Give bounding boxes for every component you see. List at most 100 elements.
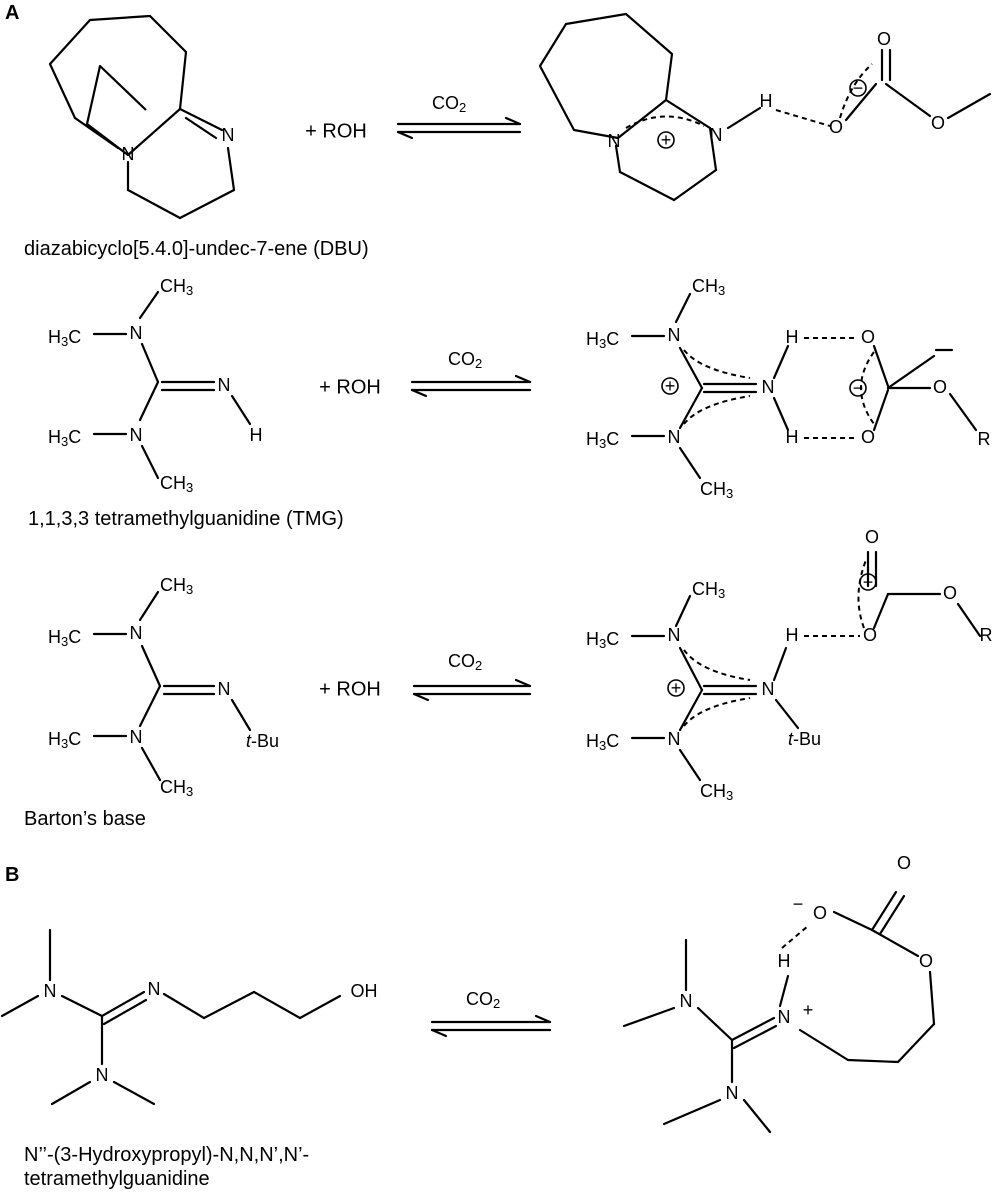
dbu-product-nh (726, 106, 762, 130)
hpgp-cn (730, 1016, 776, 1042)
hpgp-n-top: N (680, 991, 693, 1011)
tmg-n-top: N (130, 323, 143, 343)
tmgp-n-bot: N (668, 427, 681, 447)
hpgp-n-imine: N (778, 1007, 791, 1027)
hpg-bond (50, 1080, 92, 1106)
dbu-n2: N (222, 125, 235, 145)
hpg-n-bot: N (96, 1065, 109, 1085)
carbonate-minus-ring (849, 79, 867, 97)
tmgp-bond (678, 386, 704, 430)
bbp-h3c-bot: H3C (586, 731, 619, 754)
tmgp-h-top: H (786, 327, 799, 347)
hpg-caption-line1: N’’-(3-Hydroxypropyl)-N,N,N’,N’- (24, 1144, 310, 1166)
tmg-n-imine: N (218, 375, 231, 395)
bbp-n-tbu (774, 698, 800, 730)
hpgp-hbond (781, 925, 809, 949)
hpg-chain (162, 992, 206, 1020)
carbonate-o2: O (877, 29, 891, 49)
bbp-n-top: N (668, 625, 681, 645)
hpgp-nh (778, 974, 790, 1008)
tmgp-h3c-bot: H3C (586, 429, 619, 452)
bb-n-imine: N (218, 679, 231, 699)
tmgp-or (948, 392, 978, 432)
bb-n-tbu (230, 698, 252, 732)
dbu-ring-bond (73, 116, 120, 150)
dbu-product-bond (614, 144, 622, 174)
bbp-bond (674, 594, 692, 628)
equilibrium-arrow-3-reverse-head (412, 692, 430, 702)
tmg-bond (138, 380, 160, 422)
bb-ch3-top: CH3 (160, 575, 193, 598)
hpgp-o-carbonyl: O (897, 853, 911, 873)
tmgp-minus-ring (849, 379, 867, 397)
bb-n-bot: N (130, 727, 143, 747)
carbonate-bond (884, 82, 932, 118)
hpgp-cn2 (732, 1024, 778, 1050)
tmg-bond (140, 342, 160, 384)
hpgp-bond (696, 1006, 734, 1042)
dbu-caption: diazabicyclo[5.4.0]-undec-7-ene (DBU) (24, 238, 369, 260)
dbu-ring-bond (48, 62, 77, 120)
hpgp-ring (798, 1028, 850, 1062)
section-label-a: A (5, 2, 20, 24)
hpgp-co (870, 890, 898, 932)
hpgp-o-ring: O (919, 951, 933, 971)
bbp-deloc-top (683, 649, 751, 681)
dbu-ring-bond (126, 188, 182, 220)
plus-roh-3: + ROH (319, 678, 381, 700)
hpgp-n-bot: N (726, 1083, 739, 1103)
bbp-n-imine: N (762, 679, 775, 699)
hpg-cn (100, 990, 146, 1018)
hpgp-ring (870, 928, 920, 958)
hpg-chain (298, 994, 342, 1020)
equilibrium-arrow-4-forward-head (534, 1014, 552, 1024)
dbu-amidine-double-inner (184, 116, 218, 140)
tmgp-deloc-top (683, 349, 751, 379)
bbp-bond (678, 646, 704, 692)
hpg-bond (60, 994, 104, 1018)
bbp-plus: + (671, 678, 682, 698)
tmg-n-bot: N (130, 425, 143, 445)
tmgp-minus: − (853, 378, 864, 398)
hpgp-co2 (878, 894, 906, 936)
bbp-ch3-top: CH3 (692, 579, 725, 602)
dbu-product-n1: N (608, 131, 621, 151)
carbonate-methyl (946, 92, 992, 120)
tmg-caption: 1,1,3,3 tetramethylguanidine (TMG) (28, 508, 344, 530)
tmg-h3c-bot: H3C (48, 427, 81, 450)
bbp-deloc-bot (683, 697, 751, 727)
bbp-or (956, 602, 982, 638)
tmgp-carbonate (886, 354, 936, 390)
tmgp-nh-bot (772, 396, 790, 432)
carbonate-bond (844, 82, 878, 122)
tmg-ch3-top: CH3 (160, 276, 193, 299)
bbp-o2: O (865, 527, 879, 547)
dbu-product-cn (664, 98, 712, 130)
dbu-ring-bond (226, 146, 236, 192)
bb-bond (138, 590, 160, 622)
equilibrium-arrow-2-reverse-head (410, 388, 428, 398)
tmgp-n-top: N (668, 325, 681, 345)
bbp-plus-ring (667, 679, 685, 697)
tmgp-h3c-top: H3C (586, 329, 619, 352)
tmgp-r: R (978, 429, 991, 449)
equilibrium-arrow-1-reverse-head (396, 130, 414, 140)
bbp-bond (678, 748, 702, 782)
bbp-nh (772, 646, 788, 682)
hpg-bond (112, 1080, 156, 1106)
co2-2: CO2 (448, 349, 482, 372)
tmg-ch3-bot: CH3 (160, 473, 193, 496)
tmgp-plus: + (665, 376, 676, 396)
bbp-carbonate-deloc (857, 559, 867, 629)
hpgp-ring (896, 1022, 936, 1064)
hpg-cn2 (102, 998, 148, 1026)
bb-bond (140, 644, 162, 688)
tmg-bond (140, 444, 160, 480)
section-label-b: B (5, 864, 20, 886)
bbp-o1: O (863, 625, 877, 645)
dbu-product-azepane (538, 12, 674, 139)
hpgp-plus: + (803, 1000, 814, 1020)
hpgp-ring (846, 1058, 900, 1064)
equilibrium-arrow-2-forward-head (514, 374, 532, 384)
bb-ch3-bot: CH3 (160, 777, 193, 800)
